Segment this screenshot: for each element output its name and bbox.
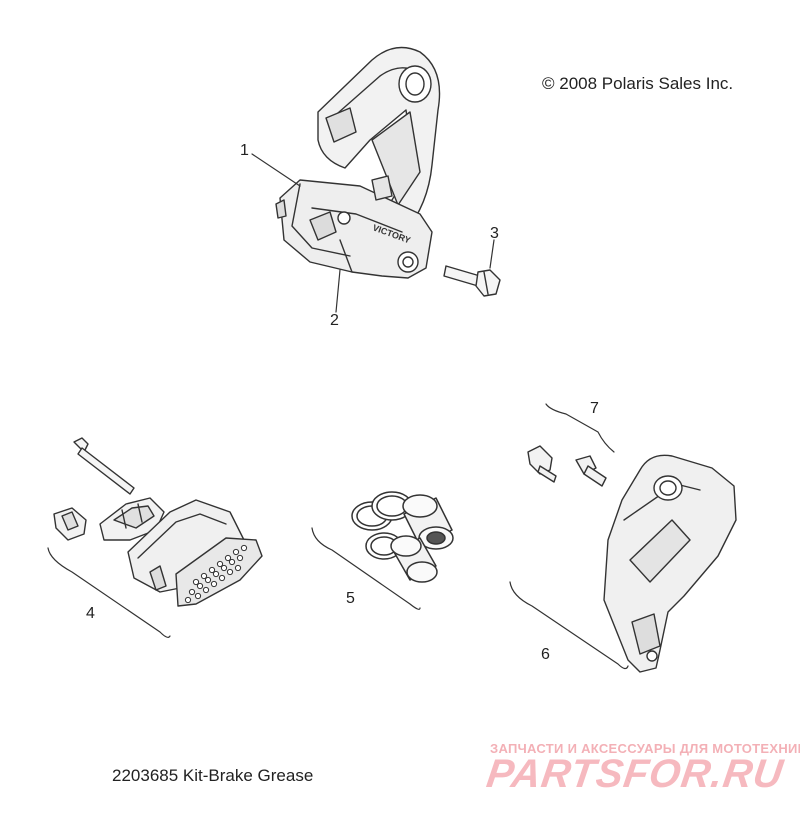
- callout-5: 5: [346, 590, 355, 607]
- slide-pins: [527, 445, 607, 487]
- leader-lines: [47, 153, 629, 670]
- kit-note: 2203685 Kit-Brake Grease: [112, 766, 314, 785]
- callout-3: 3: [490, 225, 499, 242]
- piston-seals: [351, 491, 413, 560]
- callout-1: 1: [240, 142, 249, 159]
- caliper-body: [275, 175, 433, 279]
- mounting-bolt: [443, 265, 501, 297]
- copyright-text: © 2008 Polaris Sales Inc.: [542, 74, 734, 93]
- callout-7: 7: [590, 400, 599, 417]
- bracket-plate: [603, 454, 737, 673]
- pad-friction-pattern: [184, 544, 248, 604]
- callout-6: 6: [541, 646, 550, 663]
- pad-pin: [73, 437, 135, 495]
- callout-2: 2: [330, 312, 339, 329]
- callout-4: 4: [86, 605, 95, 622]
- pistons: [390, 494, 454, 583]
- watermark-tagline: ЗАПЧАСТИ И АКСЕССУАРЫ ДЛЯ МОТОТЕХНИКИ: [490, 741, 800, 756]
- watermark-brand: PARTSFOR.RU: [483, 752, 787, 796]
